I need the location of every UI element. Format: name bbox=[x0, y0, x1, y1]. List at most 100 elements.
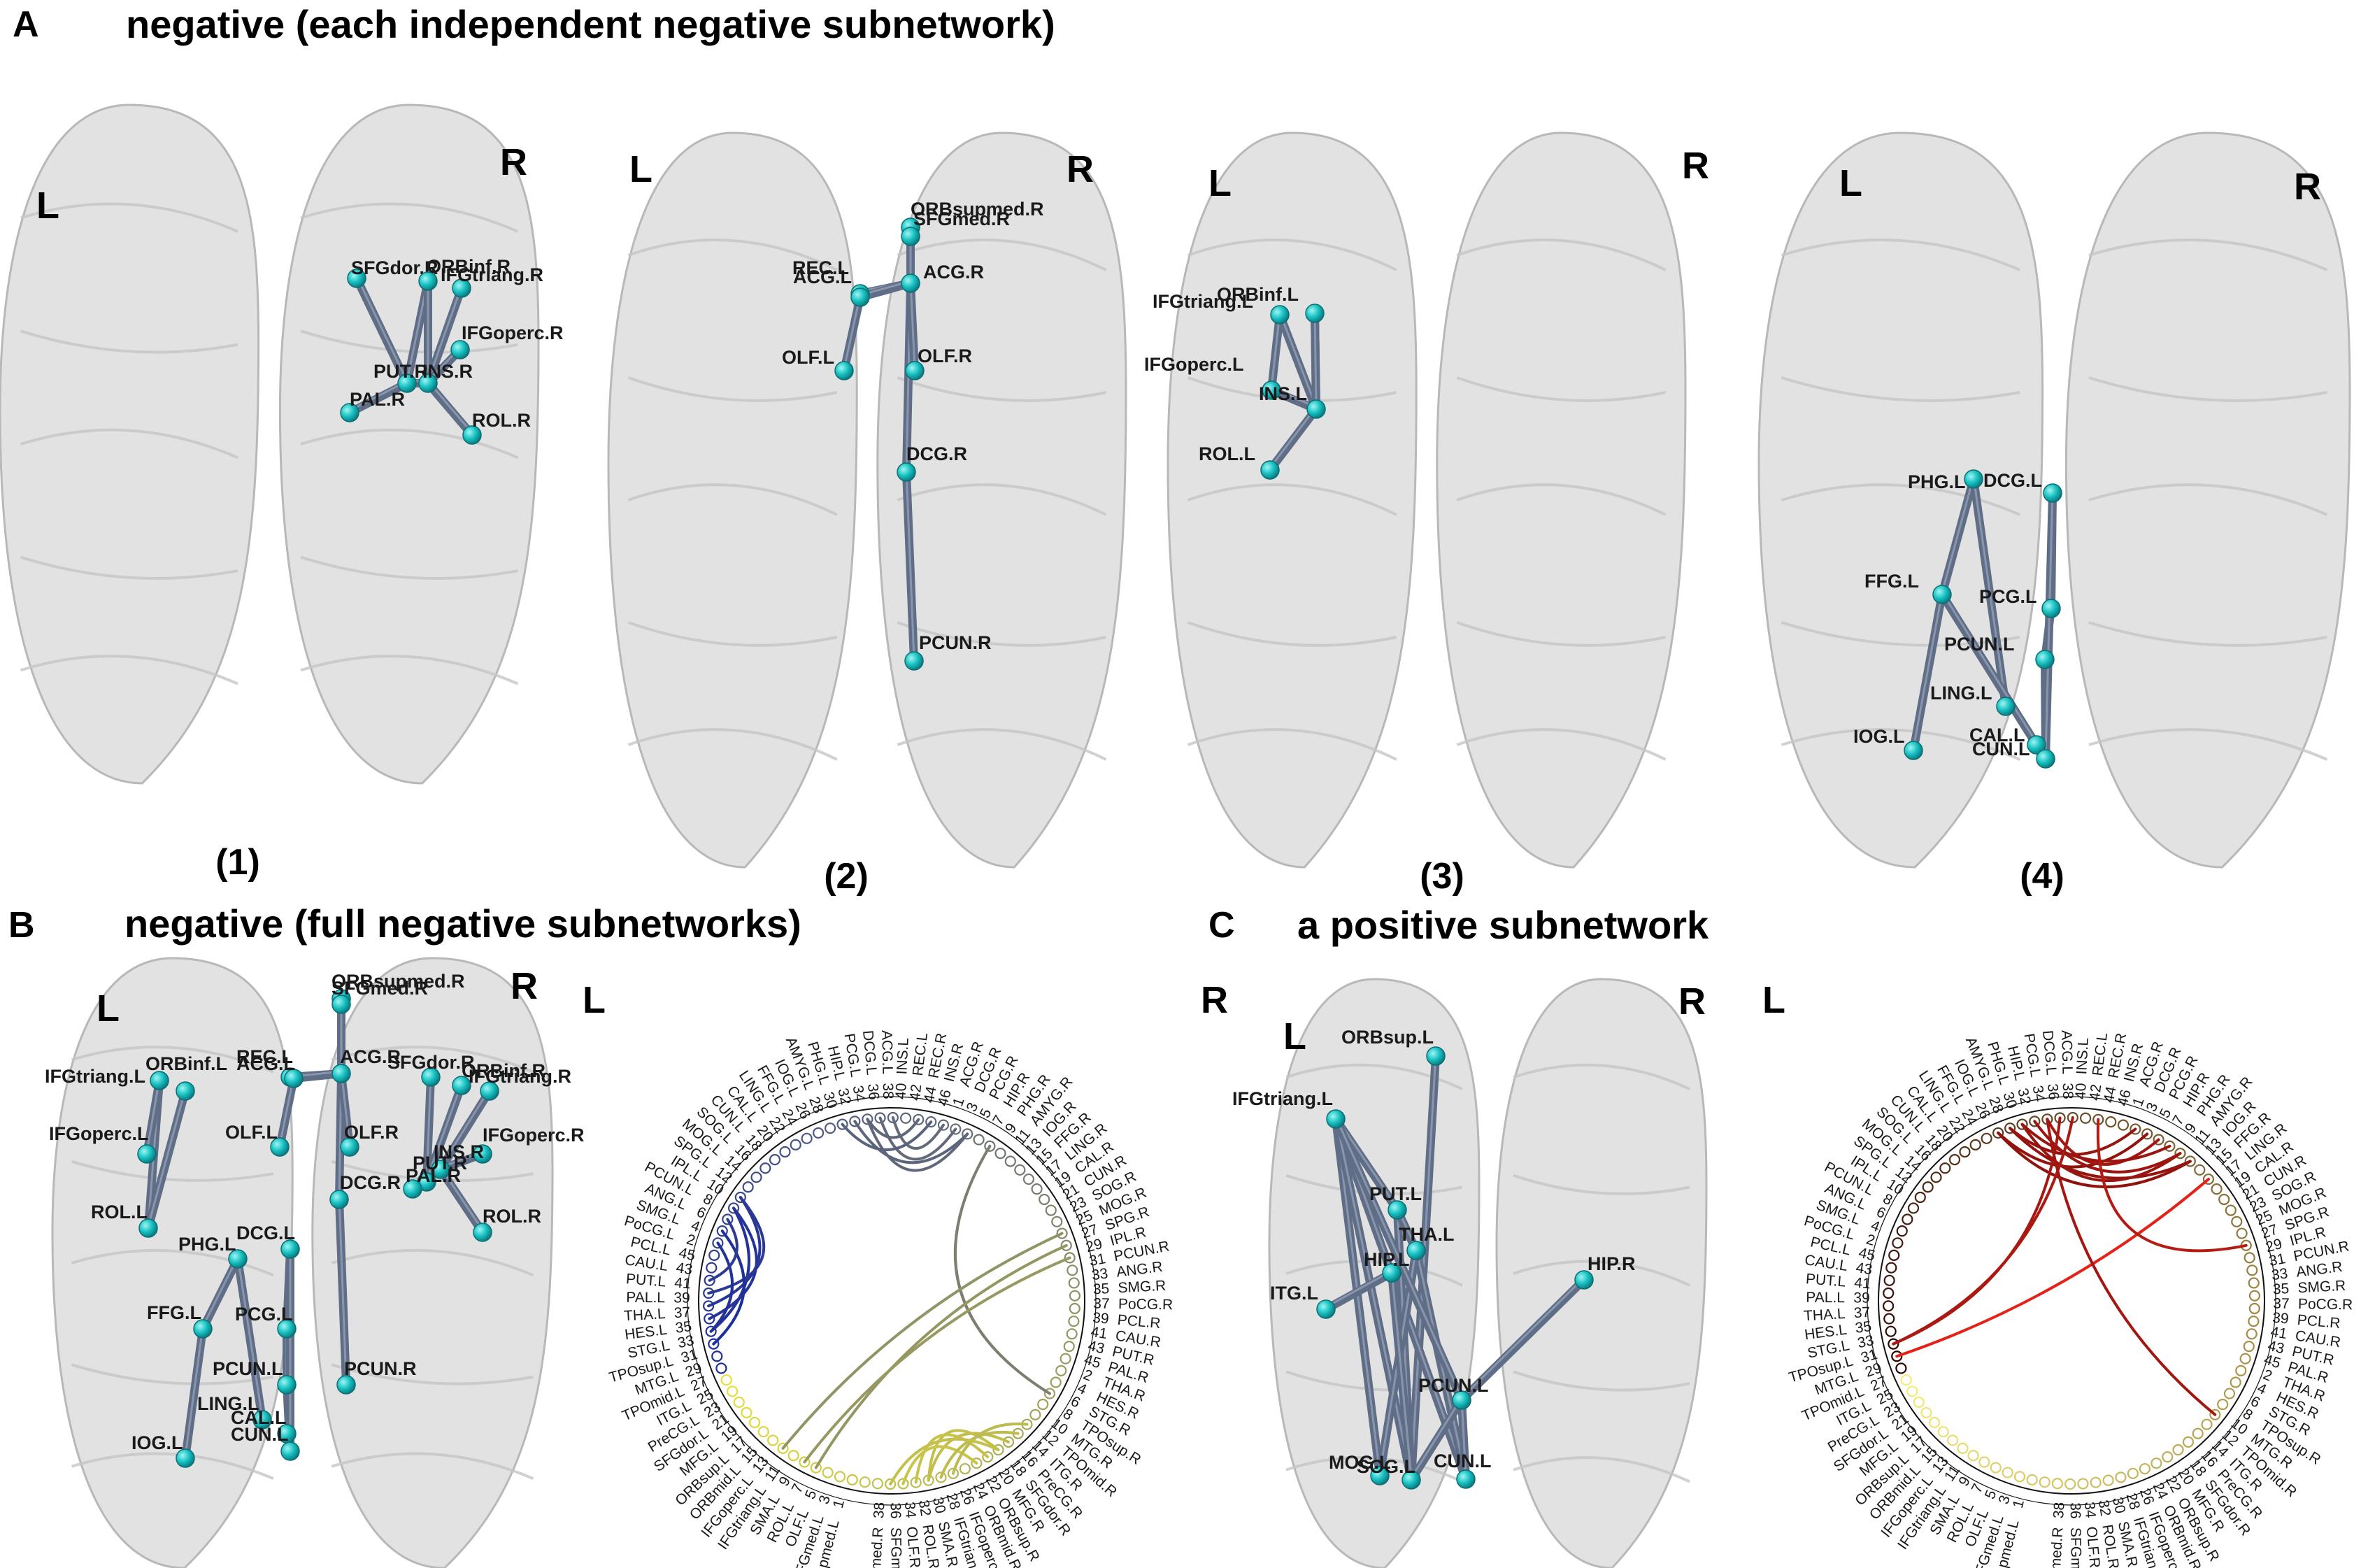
circle-node bbox=[2194, 1164, 2206, 1176]
circle-node bbox=[1014, 1164, 1026, 1176]
subnetwork-caption: (4) bbox=[2020, 856, 2064, 897]
circle-node bbox=[1066, 1328, 1078, 1340]
brain-node bbox=[1260, 460, 1280, 480]
connection-edge-highlight bbox=[201, 1255, 239, 1328]
brain-a2-gyrus-line bbox=[897, 376, 1106, 402]
brain-a3-gyrus-line bbox=[1187, 238, 1397, 271]
brain-panel-c1: LRORBsup.LIFGtriang.LPUT.LTHA.LHIP.LITG.… bbox=[1232, 978, 1708, 1568]
circle-node bbox=[767, 1434, 779, 1446]
circle-node bbox=[759, 1162, 771, 1174]
brain-node bbox=[1426, 1046, 1446, 1066]
region-index: 43 bbox=[2267, 1338, 2286, 1357]
outer-ring bbox=[1878, 1107, 2265, 1495]
connection-edge-highlight bbox=[1334, 1116, 1413, 1479]
brain-node bbox=[904, 651, 924, 671]
node-label: PUT.R bbox=[373, 361, 428, 382]
brain-a1-gyrus-line bbox=[300, 655, 519, 685]
region-index: 44 bbox=[2101, 1085, 2120, 1104]
node-label: FFG.L bbox=[147, 1302, 201, 1323]
circle-node bbox=[706, 1262, 718, 1274]
circle-node bbox=[2248, 1290, 2260, 1302]
circle-node bbox=[2002, 1467, 2013, 1478]
brain-a1-gyrus-line bbox=[20, 202, 238, 233]
node-label: CAL.L bbox=[1969, 725, 2025, 746]
connectogram-edge bbox=[709, 1241, 734, 1333]
region-index: 36 bbox=[864, 1083, 882, 1100]
circle-node bbox=[2013, 1471, 2026, 1483]
subnetwork-caption: (2) bbox=[824, 856, 869, 897]
brain-node bbox=[901, 273, 920, 293]
brain-a4-gyrus-line bbox=[2088, 621, 2327, 647]
region-label: ORBsupmed.R bbox=[865, 1527, 887, 1568]
connection-edge bbox=[424, 379, 476, 439]
right-side-label: R bbox=[511, 965, 538, 1007]
region-index: 38 bbox=[2050, 1502, 2067, 1519]
brain-node bbox=[347, 269, 366, 288]
connectogram-edge bbox=[866, 1118, 969, 1172]
connection-edge-highlight bbox=[427, 285, 463, 383]
panel-title-a: negative (each independent negative subn… bbox=[126, 2, 1055, 46]
circle-node bbox=[1883, 1300, 1895, 1312]
circle-node bbox=[727, 1385, 739, 1397]
node-label: DCG.R bbox=[340, 1172, 401, 1193]
connection-edge-highlight bbox=[843, 294, 862, 370]
brain-a4-gyrus-line bbox=[1781, 621, 2020, 647]
region-index: 30 bbox=[929, 1495, 949, 1515]
node-label: INS.L bbox=[1259, 383, 1307, 404]
circle-node bbox=[2127, 1467, 2139, 1479]
brain-a2-gyrus-line bbox=[897, 728, 1107, 761]
connection-edge bbox=[1322, 1269, 1396, 1313]
node-label: ROL.R bbox=[483, 1206, 541, 1227]
circle-node bbox=[2192, 1427, 2204, 1439]
circle-node bbox=[900, 1112, 912, 1124]
node-label: PCUN.L bbox=[1418, 1375, 1489, 1396]
brain-node bbox=[897, 462, 916, 482]
connection-edge-highlight bbox=[1460, 1397, 1467, 1478]
brain-node bbox=[905, 361, 925, 380]
region-index: 32 bbox=[834, 1087, 854, 1106]
circle-node bbox=[2201, 1418, 2213, 1430]
brain-a3-left-hemisphere bbox=[1167, 131, 1418, 869]
region-index: 34 bbox=[901, 1501, 919, 1519]
brain-node bbox=[431, 1160, 450, 1179]
brain-node bbox=[176, 1081, 195, 1101]
brain-a1-gyrus-line bbox=[300, 555, 518, 580]
circle-node bbox=[2248, 1302, 2260, 1315]
node-label: OLF.L bbox=[782, 347, 834, 368]
region-label: THA.L bbox=[1803, 1306, 1846, 1325]
region-index: 34 bbox=[850, 1084, 869, 1103]
brain-node bbox=[1382, 1263, 1401, 1283]
circle-node bbox=[1069, 1290, 1080, 1302]
circle-node bbox=[1063, 1341, 1075, 1353]
connectogram-edge bbox=[953, 1144, 1051, 1395]
node-label: SOG.L bbox=[1357, 1456, 1415, 1477]
circle-node bbox=[769, 1154, 781, 1166]
node-label: PUT.R bbox=[413, 1153, 467, 1174]
right-side-label: R bbox=[1201, 979, 1228, 1021]
node-label: HIP.R bbox=[1588, 1253, 1636, 1274]
brain-node bbox=[1326, 1109, 1346, 1129]
circle-node bbox=[779, 1146, 791, 1158]
region-label: SMG.R bbox=[2297, 1278, 2346, 1297]
region-index: 38 bbox=[880, 1083, 896, 1099]
connection-edge bbox=[1457, 1276, 1588, 1404]
circle-node bbox=[1039, 1193, 1050, 1206]
brain-node bbox=[1388, 1200, 1407, 1220]
connection-edge-highlight bbox=[1390, 1269, 1413, 1479]
brain-b1-gyrus-line bbox=[71, 1160, 274, 1182]
brain-a1-left-hemisphere bbox=[0, 104, 260, 785]
brain-node bbox=[462, 425, 482, 445]
region-index: 39 bbox=[673, 1290, 690, 1306]
node-label: SFGdor.R bbox=[387, 1052, 475, 1073]
connectogram-edge bbox=[927, 1429, 1000, 1482]
brain-a4-right-hemisphere bbox=[2064, 131, 2351, 869]
brain-node bbox=[277, 1375, 297, 1395]
circle-node bbox=[741, 1406, 752, 1418]
node-label: CUN.L bbox=[1972, 739, 2030, 760]
circle-node bbox=[720, 1374, 732, 1386]
region-index: 39 bbox=[2271, 1310, 2289, 1327]
brain-b1-gyrus-line bbox=[71, 1046, 274, 1074]
circle-node bbox=[1883, 1287, 1895, 1299]
node-label: INS.R bbox=[434, 1141, 484, 1162]
connection-edge-highlight bbox=[147, 1088, 187, 1227]
